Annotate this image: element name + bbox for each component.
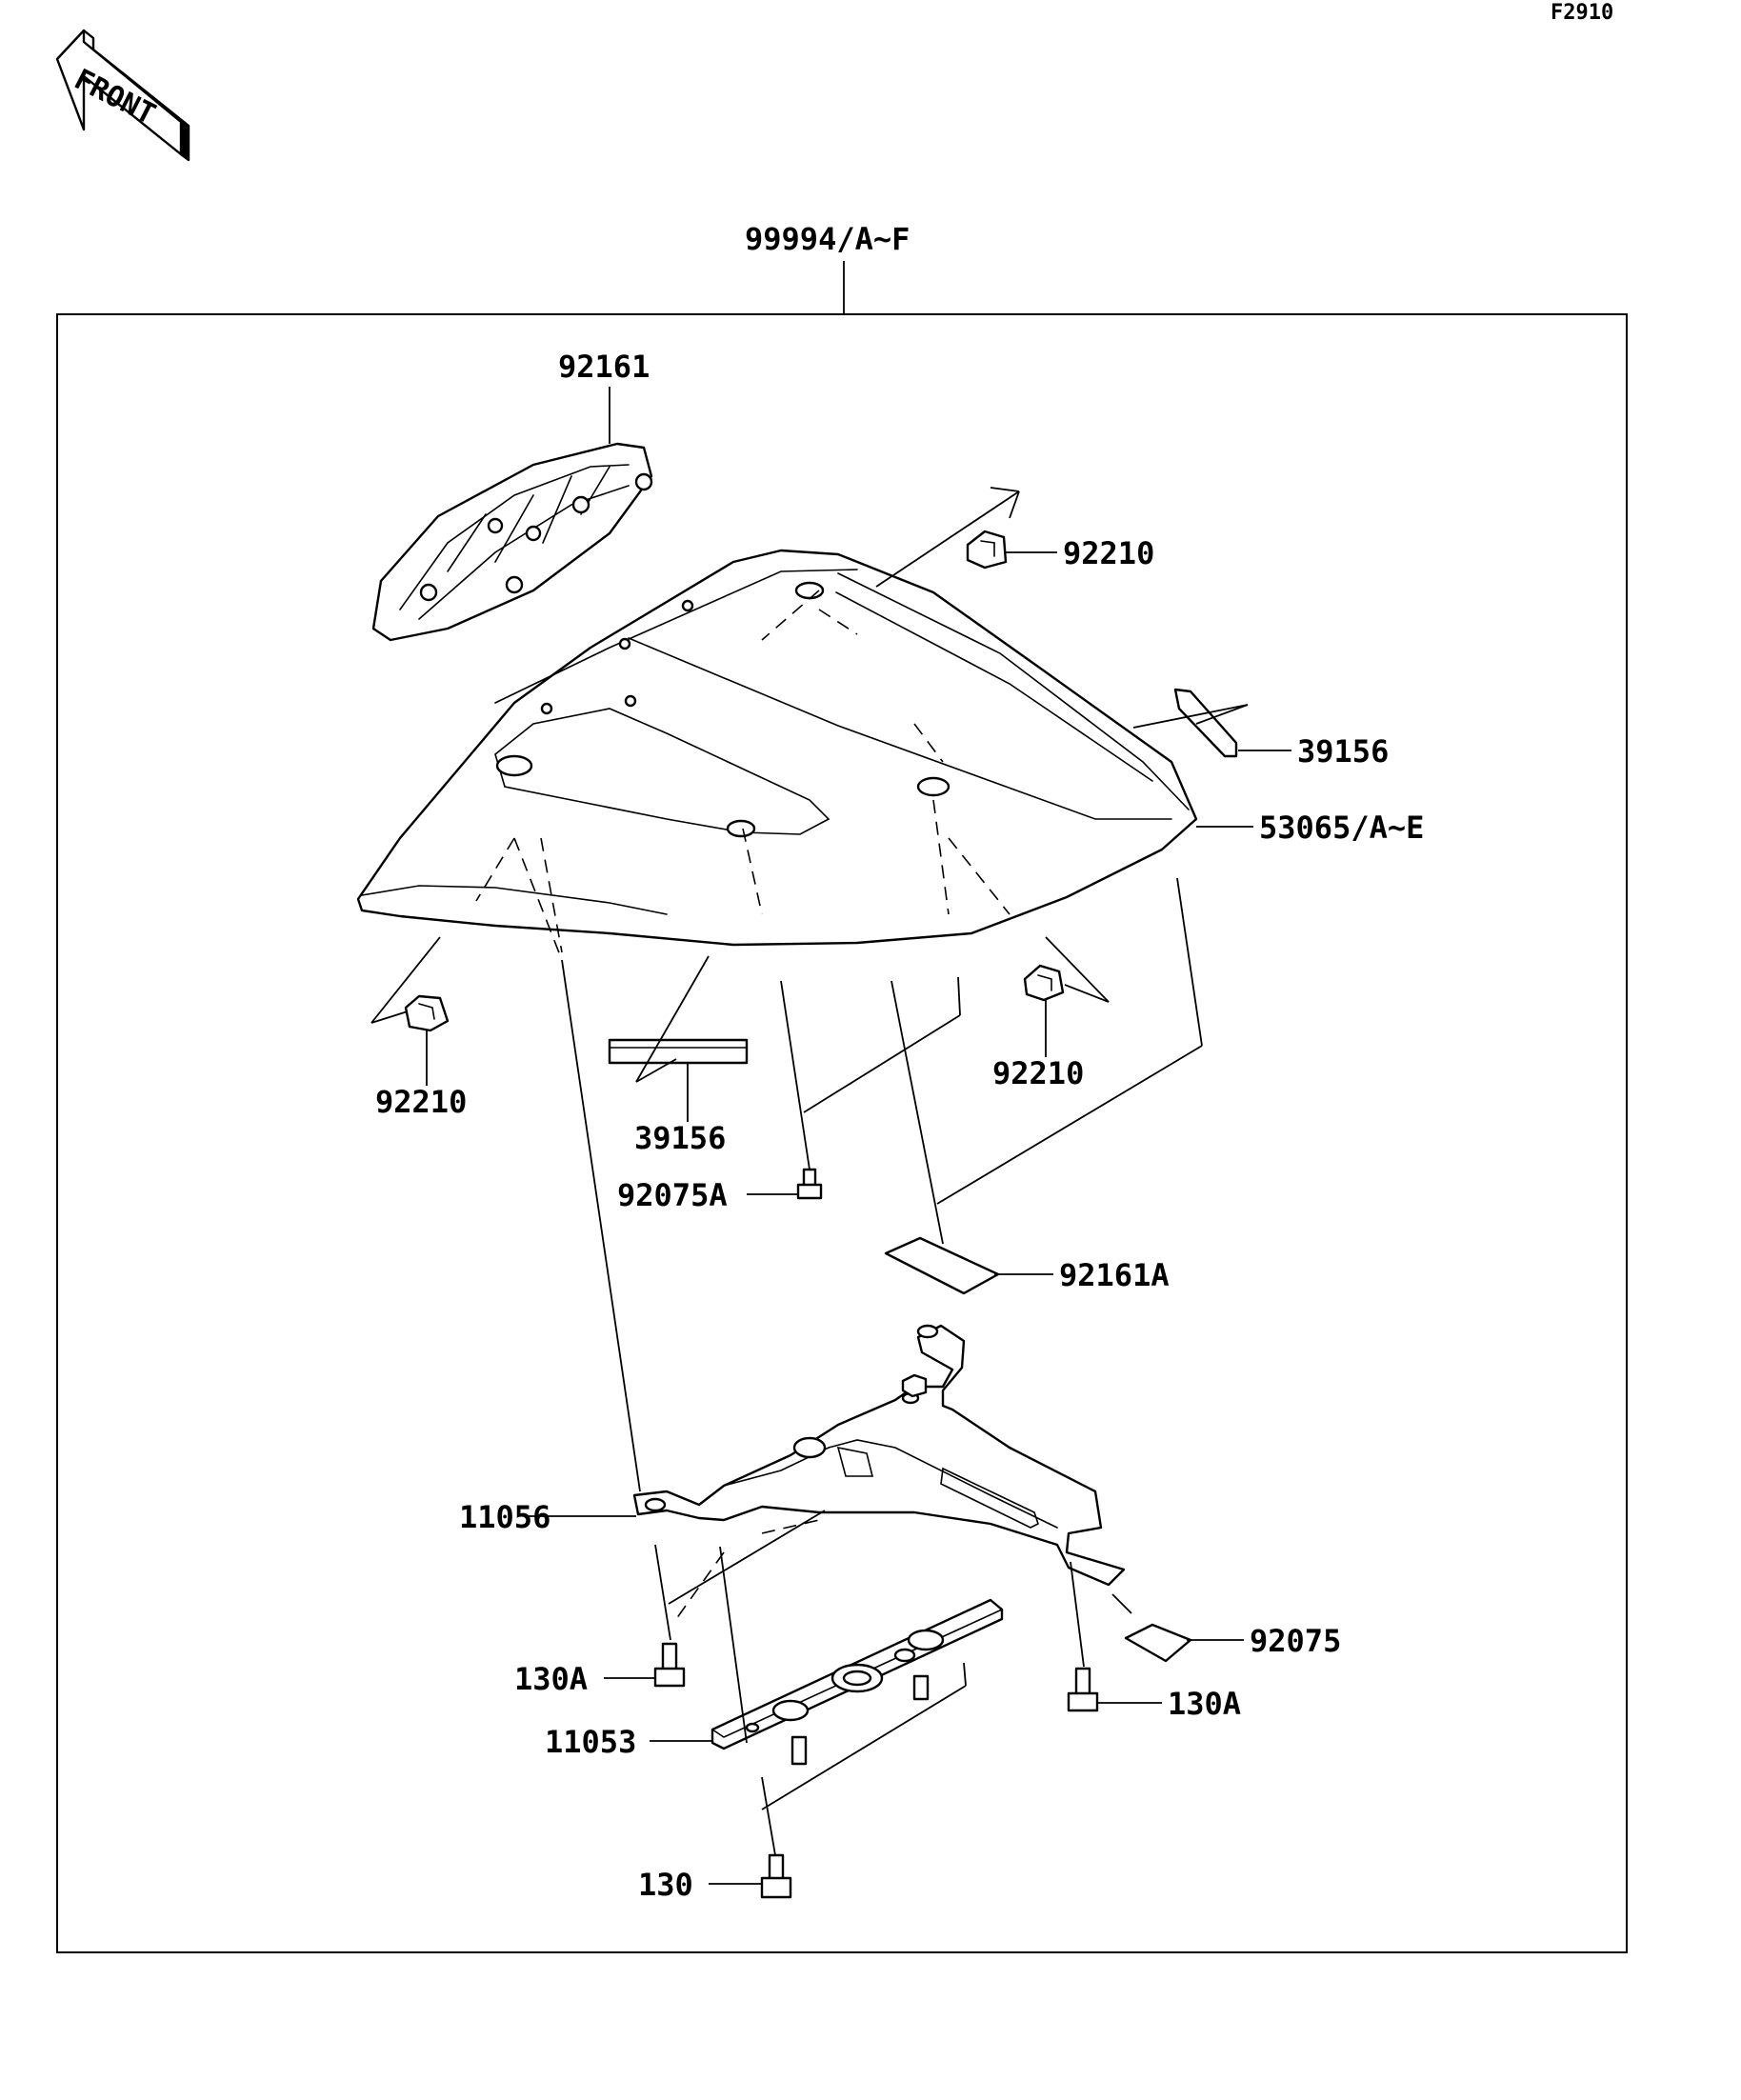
plate-11053 <box>710 1598 1004 1766</box>
pad-39156-center <box>608 1038 749 1065</box>
nut-92210-right <box>1023 964 1065 1002</box>
label-92210-left: 92210 <box>375 1084 467 1120</box>
label-92161: 92161 <box>558 349 650 385</box>
label-130: 130 <box>638 1867 693 1903</box>
label-39156-center: 39156 <box>634 1120 726 1156</box>
grab-rail <box>371 442 653 642</box>
assembly-label: 99994/A~F <box>745 221 910 257</box>
assembly-frame <box>56 313 1628 1953</box>
label-130A-right: 130A <box>1168 1686 1241 1722</box>
label-11053: 11053 <box>545 1724 636 1760</box>
label-92210-right: 92210 <box>992 1055 1084 1091</box>
label-92075: 92075 <box>1250 1623 1341 1659</box>
front-arrow-icon: FRONT <box>55 29 190 162</box>
bracket-11056 <box>632 1324 1126 1587</box>
bolt-130A-left <box>653 1642 686 1688</box>
label-130A-left: 130A <box>514 1661 588 1697</box>
label-92210-top: 92210 <box>1063 535 1154 571</box>
seat-cover <box>356 549 1198 947</box>
nut-92210-left <box>404 994 450 1032</box>
projection-lines <box>475 590 1011 1620</box>
label-39156-right: 39156 <box>1297 733 1389 770</box>
label-92161A: 92161A <box>1059 1257 1170 1293</box>
nut-92210-top <box>966 530 1008 570</box>
screw-92075A <box>796 1168 823 1200</box>
label-53065: 53065/A~E <box>1259 810 1424 846</box>
figure-code: F2910 <box>1551 1 1613 25</box>
label-92075A: 92075A <box>617 1177 728 1213</box>
label-11056: 11056 <box>459 1499 550 1535</box>
bolt-130A-right <box>1067 1667 1099 1712</box>
pad-39156-right <box>1173 688 1238 758</box>
bolt-130 <box>760 1853 792 1899</box>
pad-92075 <box>1124 1623 1192 1663</box>
pad-92161A <box>884 1236 1000 1295</box>
